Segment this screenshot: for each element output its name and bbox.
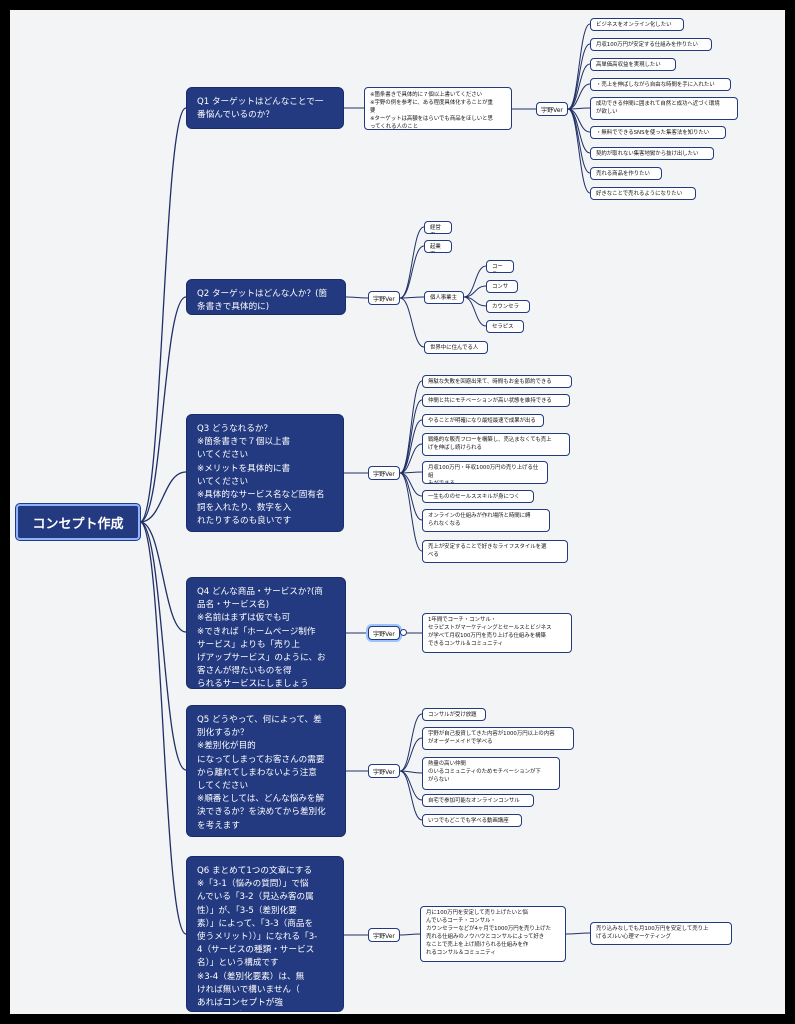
q6-extra-item[interactable]: 売り込みなしでも月100万円を安定して売り上 げるズルい心理マーケティング bbox=[590, 922, 732, 945]
q1-item[interactable]: 高単価高収益を実現したい bbox=[590, 58, 676, 71]
q2-item[interactable]: 世界中に住んでる人 bbox=[424, 341, 488, 354]
q1-item[interactable]: 好きなことで売れるようになりたい bbox=[590, 187, 696, 200]
q1-item[interactable]: ・無料でできるSNSを使った集客法を知りたい bbox=[590, 126, 726, 139]
collapse-toggle-icon[interactable] bbox=[400, 629, 407, 636]
q5-item[interactable]: 自宅で参加可能なオンラインコンサル bbox=[422, 794, 534, 807]
q1-item[interactable]: ビジネスをオンライン化したい bbox=[590, 18, 684, 31]
q5-item[interactable]: コンサルが受け放題 bbox=[422, 708, 486, 721]
q1-item[interactable]: 月収100万円が安定する仕組みを作りたい bbox=[590, 38, 712, 51]
q4-node[interactable]: Q4 どんな商品・サービスか?(商 品名・サービス名) ※名前はまずは仮でも可 … bbox=[186, 577, 346, 689]
q3-item[interactable]: 無駄な失敗を回避出来て、時間もお金も節約できる bbox=[422, 375, 572, 388]
q3-item[interactable]: 一生もののセールススキルが身につく bbox=[422, 490, 534, 503]
q5-node[interactable]: Q5 どうやって、何によって、差 別化するか？ ※差別化が目的 になってしまって… bbox=[186, 705, 346, 837]
q3-uno-ver-node[interactable]: 宇野Ver bbox=[368, 466, 400, 480]
q3-item[interactable]: 売上が安定することで好きなライフスタイルを選 べる bbox=[422, 540, 568, 563]
q4-uno-ver-node[interactable]: 宇野Ver bbox=[368, 626, 400, 640]
q2-node[interactable]: Q2 ターゲットはどんな人か？(箇 条書きで具体的に) bbox=[186, 279, 346, 315]
q2-uno-ver-node[interactable]: 宇野Ver bbox=[368, 291, 400, 305]
q1-item[interactable]: 売れる商品を作りたい bbox=[590, 167, 662, 180]
q1-item[interactable]: 契約が取れない集客地獄から抜け出したい bbox=[590, 147, 714, 160]
q5-item[interactable]: 熱量の高い仲間 のいるコミュニティのためモチベーションが下 がらない bbox=[422, 757, 560, 790]
q1-instruction-note[interactable]: ※箇条書きで具体的に７個以上書いてください ※宇野の例を参考に、ある程度具体化す… bbox=[364, 87, 512, 130]
q6-node[interactable]: Q6 まとめて1つの文章にする ※「3-1（悩みの質問）」で悩 んでいる「3-2… bbox=[186, 856, 344, 1012]
q3-item[interactable]: オンラインの仕組みが作れ場所と時間に縛 られなくなる bbox=[422, 509, 550, 532]
q2-item[interactable]: 起業家 bbox=[424, 240, 452, 253]
q6-item[interactable]: 月に100万円を安定して売り上げたいと悩 んでいるコーチ・コンサル・ カウンセラ… bbox=[420, 906, 566, 962]
q3-node[interactable]: Q3 どうなれるか？ ※箇条書きで７個以上書 いてください ※メリットを具体的に… bbox=[186, 414, 344, 532]
q2-subitem[interactable]: コンサル bbox=[486, 280, 518, 293]
q3-item[interactable]: 戦略的な販売フローを構築し、売込まなくても売上 げを伸ばし続けられる bbox=[422, 433, 570, 456]
q2-item[interactable]: 個人事業主 bbox=[424, 291, 464, 304]
q5-item[interactable]: 宇野が自己投資してきた内容が1000万円以上の内容 がオーダーメイドで学べる bbox=[422, 727, 574, 750]
q1-uno-ver-node[interactable]: 宇野Ver bbox=[536, 102, 568, 116]
q2-subitem[interactable]: セラピスト bbox=[486, 320, 524, 333]
q1-item[interactable]: 成功できる仲間に囲まれて自然と成功へ近づく環境 が欲しい bbox=[590, 97, 738, 120]
q1-node[interactable]: Q1 ターゲットはどんなことで一 番悩んでいるのか？ bbox=[186, 87, 344, 129]
q3-item[interactable]: 仲間と共にモチベーションが高い状態を維持できる bbox=[422, 394, 570, 407]
q2-item[interactable]: 経営者 bbox=[424, 221, 452, 234]
q5-uno-ver-node[interactable]: 宇野Ver bbox=[368, 764, 400, 778]
q2-subitem[interactable]: カウンセラー bbox=[486, 300, 530, 313]
q3-item[interactable]: やることが明確になり最短最速で成果が出る bbox=[422, 414, 544, 427]
q5-item[interactable]: いつでもどこでも学べる動画講座 bbox=[422, 814, 522, 827]
root-node-concept[interactable]: コンセプト作成 bbox=[16, 504, 140, 540]
q1-item[interactable]: ・売上を伸ばしながら自由な時間を手に入れたい bbox=[590, 78, 731, 91]
q6-uno-ver-node[interactable]: 宇野Ver bbox=[368, 928, 400, 942]
q3-item[interactable]: 月収100万円・年収1000万円の売り上げる仕組 みができる bbox=[422, 461, 548, 484]
q2-subitem[interactable]: コーチ bbox=[486, 260, 514, 273]
q4-item[interactable]: 1年間でコーチ・コンサル・ セラピストがマーケティングとセールスとビジネス が学… bbox=[422, 613, 572, 653]
